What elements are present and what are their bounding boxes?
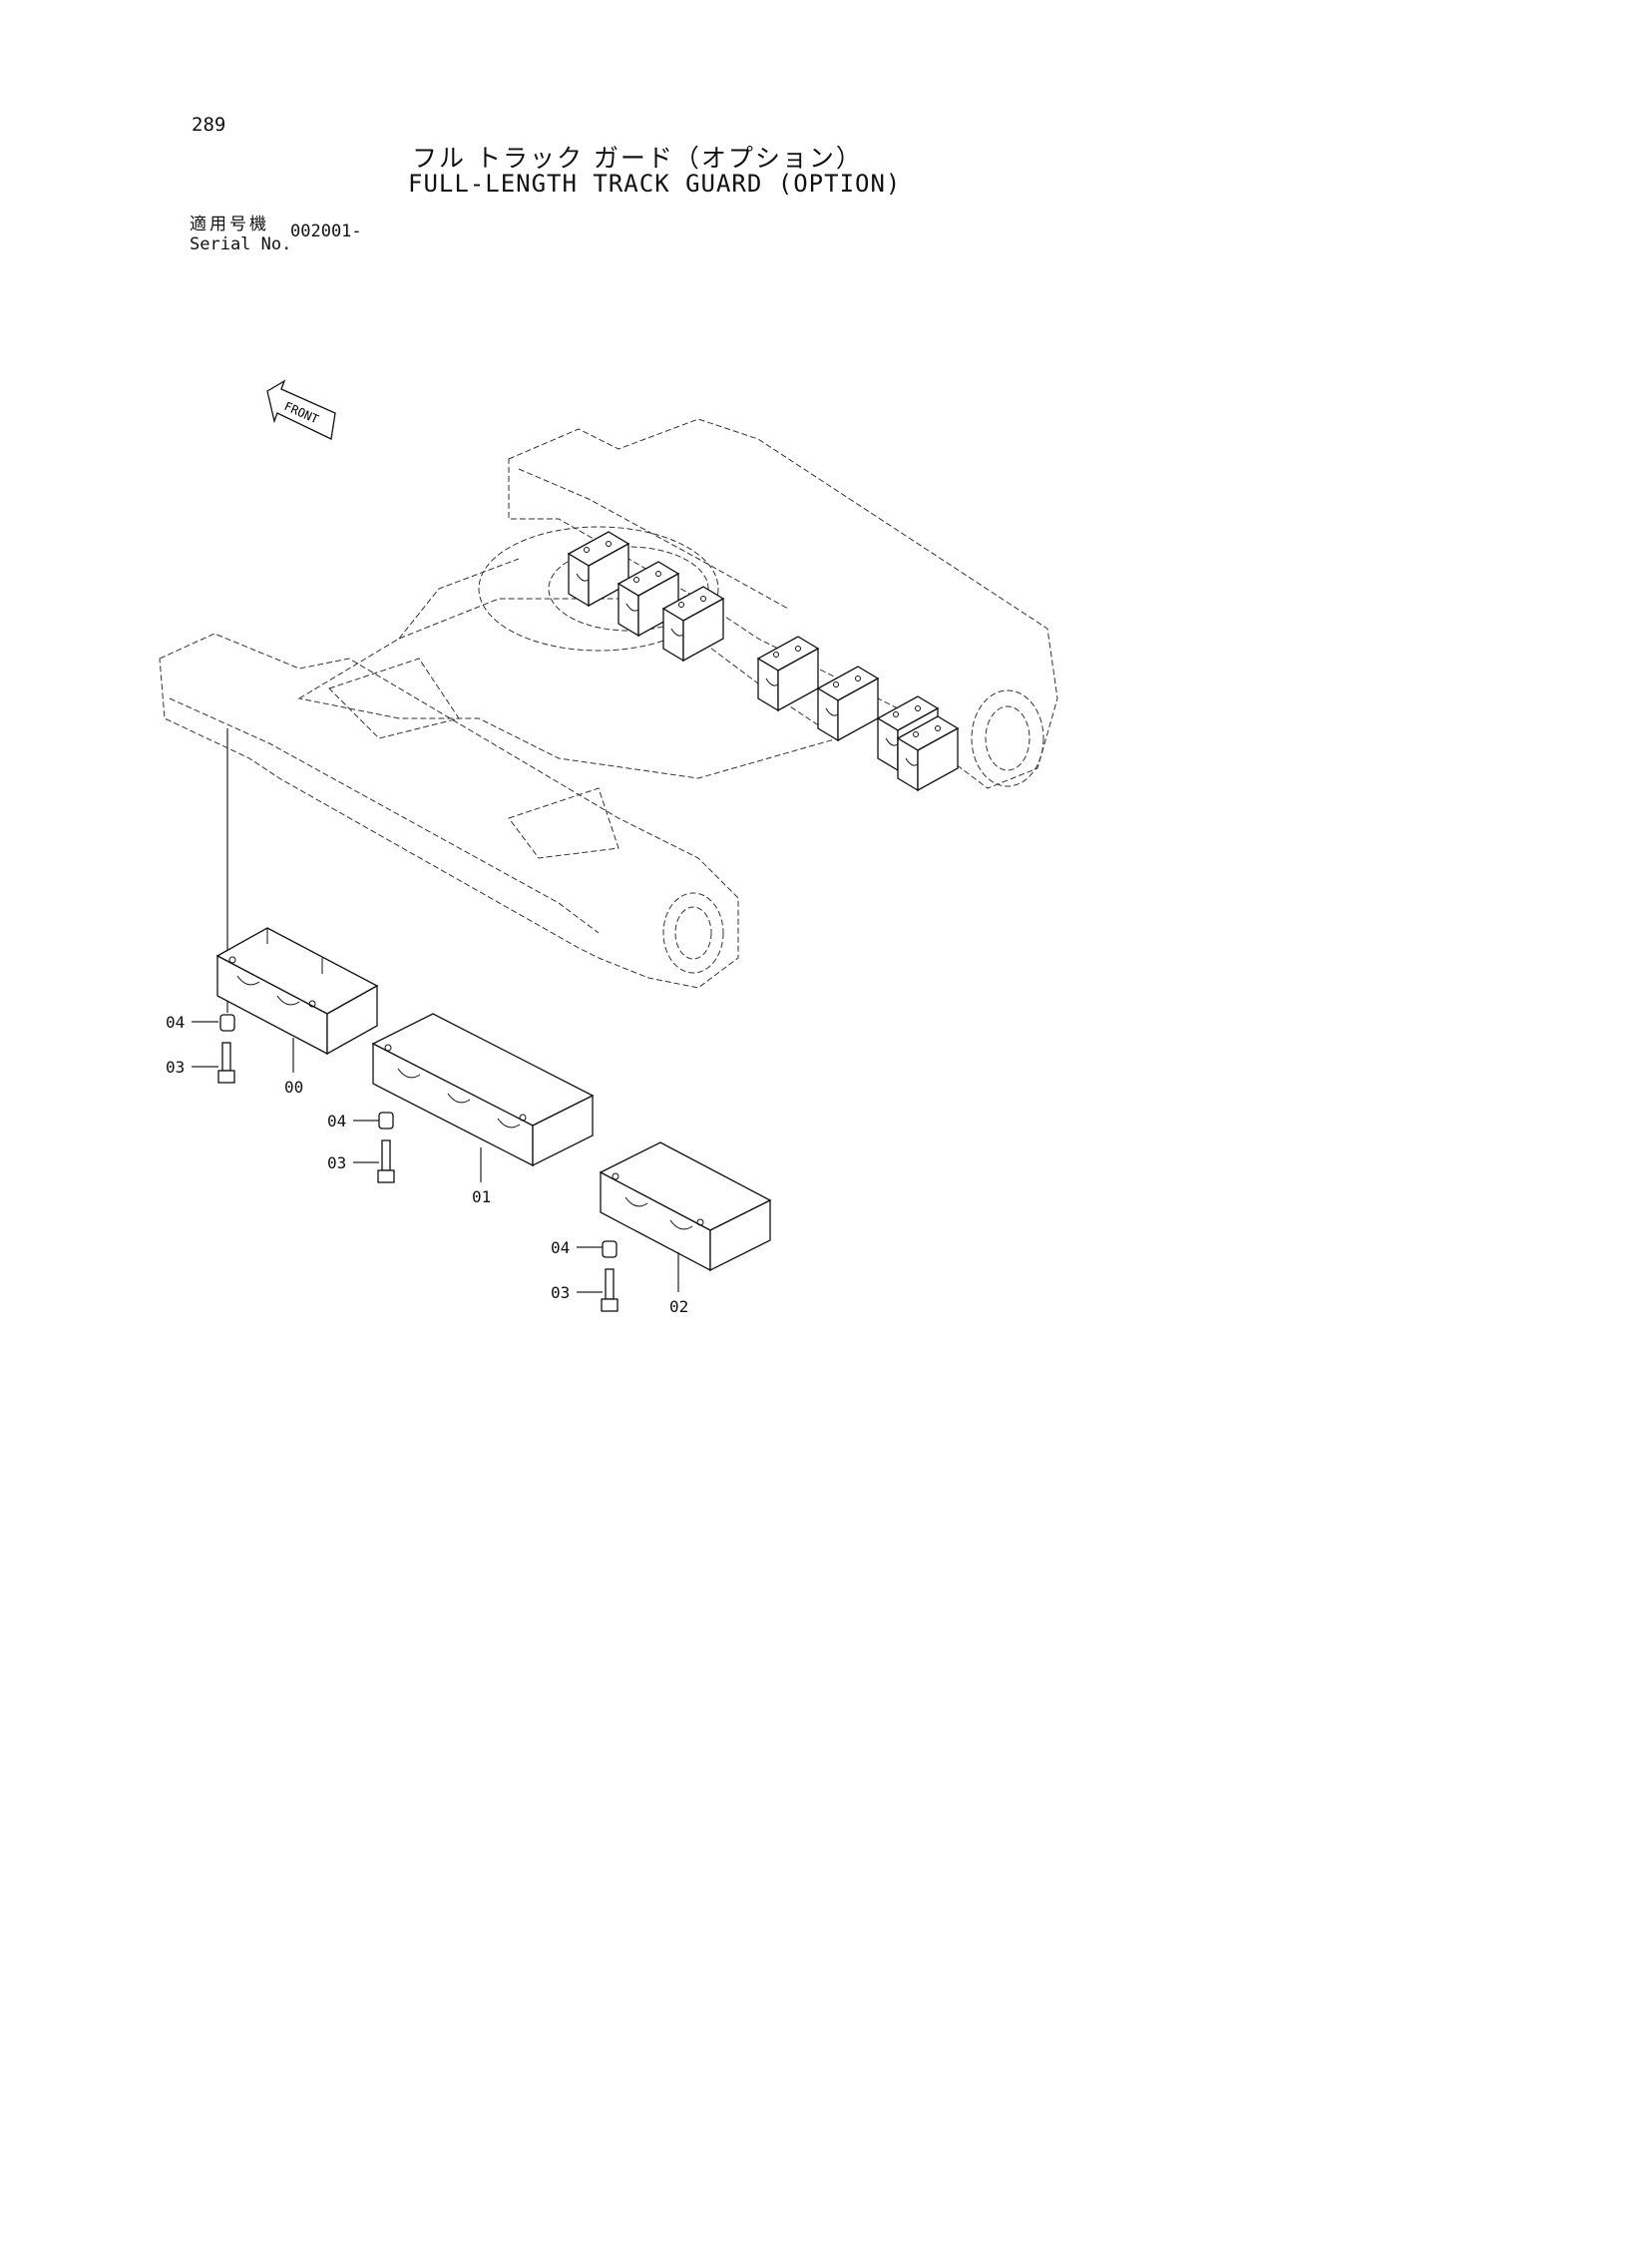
- callout-02: 02: [669, 1297, 688, 1316]
- bolt-03-c: [601, 1268, 619, 1312]
- track-guard-00: [215, 927, 379, 1056]
- spacer-04-a: [219, 1014, 235, 1032]
- page-number: 289: [192, 114, 226, 136]
- bolt-03-b: [377, 1139, 395, 1183]
- callout-03: 03: [327, 1153, 346, 1172]
- callout-04: 04: [551, 1238, 570, 1257]
- track-guard-02: [599, 1141, 772, 1272]
- serial-label-english: Serial No.: [190, 234, 292, 254]
- bolt-03-a: [217, 1042, 235, 1084]
- callout-01: 01: [472, 1187, 491, 1206]
- callout-04: 04: [327, 1112, 346, 1131]
- callout-04: 04: [166, 1013, 185, 1032]
- exploded-parts-diagram: FRONT: [159, 379, 1058, 1316]
- front-arrow-icon: FRONT: [266, 379, 336, 440]
- track-frame-outline: [159, 418, 1058, 989]
- serial-label-japanese: 適用号機: [190, 215, 269, 234]
- spacer-04-c: [602, 1240, 618, 1258]
- title-english: FULL-LENGTH TRACK GUARD (OPTION): [408, 170, 902, 198]
- callout-03: 03: [551, 1283, 570, 1302]
- track-guard-01: [371, 1013, 595, 1167]
- title-japanese: フル トラック ガード（オプション）: [412, 144, 863, 173]
- callout-03: 03: [166, 1058, 185, 1077]
- spacer-04-b: [378, 1112, 394, 1130]
- callout-00: 00: [284, 1078, 303, 1097]
- serial-number-value: 002001-: [290, 222, 362, 241]
